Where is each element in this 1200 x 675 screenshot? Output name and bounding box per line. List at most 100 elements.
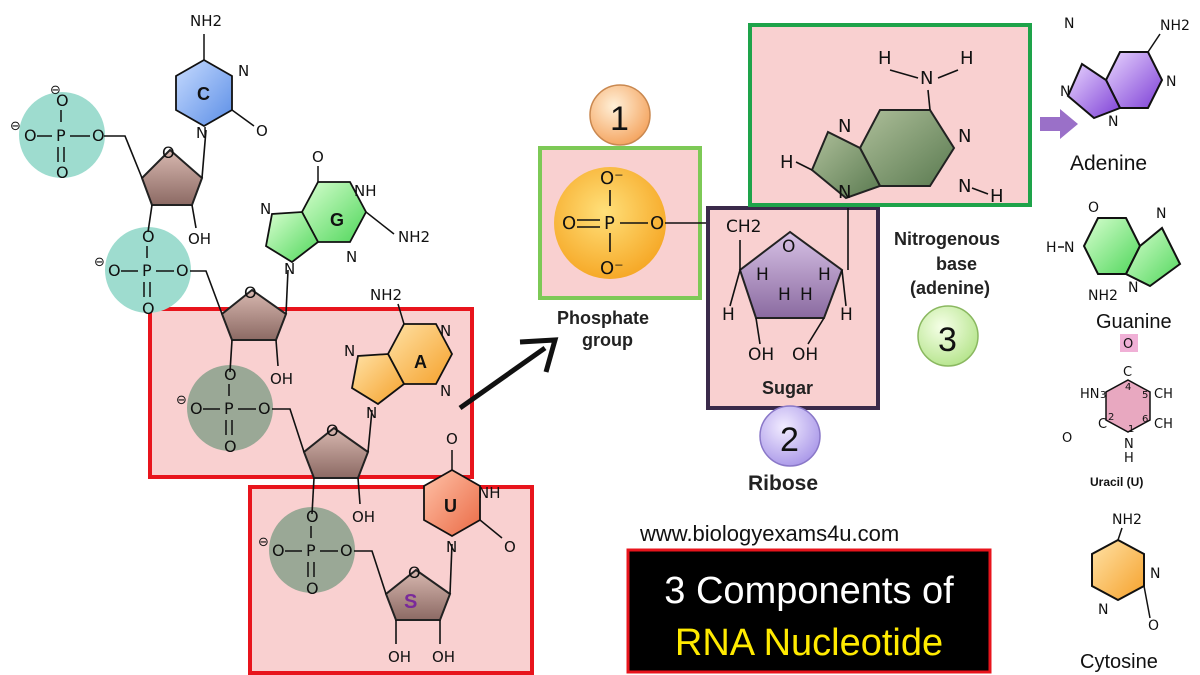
- website-label: www.biologyexams4u.com: [639, 521, 899, 546]
- svg-text:CH2: CH2: [726, 217, 761, 237]
- ring-oxygen-3: O: [326, 421, 339, 440]
- svg-text:NH2: NH2: [1112, 512, 1142, 528]
- backbone-bonds: [104, 129, 453, 644]
- svg-text:5: 5: [1142, 390, 1148, 401]
- legend-uracil: O C HN CH O C CH N H 4 5 6 1 2 3 Uracil …: [1062, 334, 1173, 489]
- svg-text:⊖: ⊖: [94, 255, 105, 270]
- phosphate-label-2: group: [582, 330, 633, 350]
- svg-text:2: 2: [1108, 412, 1114, 423]
- svg-text:O: O: [446, 430, 458, 448]
- svg-text:N: N: [958, 176, 971, 197]
- phosphate-component: 1 P O⁻ O⁻ O O Phosphate group: [538, 84, 712, 350]
- number-badge-2: [759, 405, 821, 467]
- base-component: H N H N N H N H N Nitrogenous base (aden…: [748, 23, 1032, 367]
- svg-text:3: 3: [938, 321, 957, 359]
- ribose-ring-2: [220, 288, 288, 341]
- svg-text:G: G: [330, 210, 344, 230]
- svg-text:N: N: [366, 404, 377, 422]
- svg-text:O: O: [56, 91, 69, 110]
- svg-text:CH: CH: [1154, 387, 1173, 402]
- svg-text:P: P: [56, 126, 66, 145]
- svg-text:O: O: [312, 148, 324, 166]
- svg-text:O: O: [504, 538, 516, 556]
- svg-text:O: O: [142, 227, 155, 246]
- svg-text:N: N: [1150, 566, 1160, 582]
- svg-text:O: O: [56, 163, 69, 182]
- uracil-base: U O NH O N: [423, 430, 516, 556]
- svg-text:P: P: [224, 399, 234, 418]
- svg-text:NH2: NH2: [398, 228, 430, 246]
- svg-text:H: H: [878, 48, 892, 69]
- svg-text:Uracil (U): Uracil (U): [1090, 475, 1143, 489]
- svg-text:O: O: [1088, 200, 1099, 216]
- svg-text:H: H: [840, 305, 853, 325]
- cytosine-base: C NH2 N N O: [175, 12, 268, 142]
- ribose-label: Ribose: [748, 472, 818, 495]
- svg-text:OH: OH: [792, 345, 818, 365]
- title-line-2: RNA Nucleotide: [675, 622, 943, 664]
- svg-text:O: O: [650, 213, 664, 234]
- svg-text:N: N: [920, 68, 933, 89]
- svg-text:N: N: [1166, 74, 1176, 90]
- oh-label-2: OH: [270, 370, 293, 388]
- svg-text:N: N: [1124, 437, 1134, 452]
- svg-text:O: O: [190, 399, 203, 418]
- legend-adenine: N NH2 N N N Adenine: [1060, 16, 1190, 175]
- svg-text:N: N: [440, 382, 451, 400]
- title-box: 3 Components of RNA Nucleotide: [626, 548, 992, 674]
- ribose-ring-4: [384, 568, 452, 621]
- ring-oxygen-1: O: [162, 143, 175, 162]
- sugar-label-s: S: [404, 591, 417, 613]
- svg-text:C: C: [1098, 417, 1107, 432]
- sugar-component: CH2 O H H H H H H OH OH Sugar 2 Ribose: [706, 206, 880, 495]
- oh-label-3: OH: [352, 508, 375, 526]
- svg-text:O⁻: O⁻: [600, 168, 624, 189]
- svg-text:N: N: [1128, 280, 1138, 296]
- number-badge-3: [917, 305, 979, 367]
- svg-text:2: 2: [780, 421, 799, 459]
- ribose-ring-1: [140, 148, 204, 206]
- svg-text:O: O: [340, 541, 353, 560]
- svg-text:O: O: [1062, 431, 1072, 446]
- pointer-arrow: [458, 337, 559, 411]
- ring-oxygen-4: O: [408, 563, 421, 582]
- svg-text:6: 6: [1142, 414, 1148, 425]
- svg-text:O: O: [224, 437, 237, 456]
- svg-text:C: C: [197, 84, 210, 104]
- svg-text:O: O: [108, 261, 121, 280]
- svg-text:N: N: [1064, 16, 1074, 32]
- svg-text:O: O: [1123, 337, 1133, 352]
- svg-text:1: 1: [1128, 424, 1134, 435]
- phosphate-circle-3: [187, 365, 273, 451]
- svg-text:NH2: NH2: [190, 12, 222, 30]
- svg-text:Cytosine: Cytosine: [1080, 651, 1158, 673]
- svg-text:⊖: ⊖: [10, 119, 21, 134]
- svg-text:H: H: [990, 186, 1004, 207]
- svg-text:H: H: [960, 48, 974, 69]
- svg-text:N: N: [440, 322, 451, 340]
- svg-text:U: U: [444, 496, 457, 516]
- svg-text:N: N: [1156, 206, 1166, 222]
- phosphate-circle-2: [105, 227, 191, 313]
- svg-text:H: H: [756, 265, 769, 285]
- svg-text:NH: NH: [354, 182, 377, 200]
- svg-text:H: H: [778, 285, 791, 305]
- svg-text:H: H: [1046, 240, 1057, 256]
- svg-text:4: 4: [1125, 382, 1131, 393]
- bases-legend: N NH2 N N N Adenine O N H N N NH2 Guanin…: [1046, 16, 1190, 673]
- svg-text:N: N: [838, 182, 851, 203]
- phosphate-circle-4: [269, 507, 355, 593]
- svg-text:N: N: [284, 260, 295, 278]
- svg-text:O: O: [224, 365, 237, 384]
- phosphate-group-2: P O O O O ⊖: [94, 227, 189, 318]
- svg-text:CH: CH: [1154, 417, 1173, 432]
- phosphate-label-1: Phosphate: [557, 308, 649, 328]
- svg-text:P: P: [604, 213, 615, 234]
- svg-text:C: C: [1123, 365, 1132, 380]
- svg-text:N: N: [1108, 114, 1118, 130]
- svg-text:O: O: [306, 579, 319, 598]
- ribose-ring-3: [302, 426, 370, 479]
- svg-text:P: P: [306, 541, 316, 560]
- svg-text:NH2: NH2: [370, 286, 402, 304]
